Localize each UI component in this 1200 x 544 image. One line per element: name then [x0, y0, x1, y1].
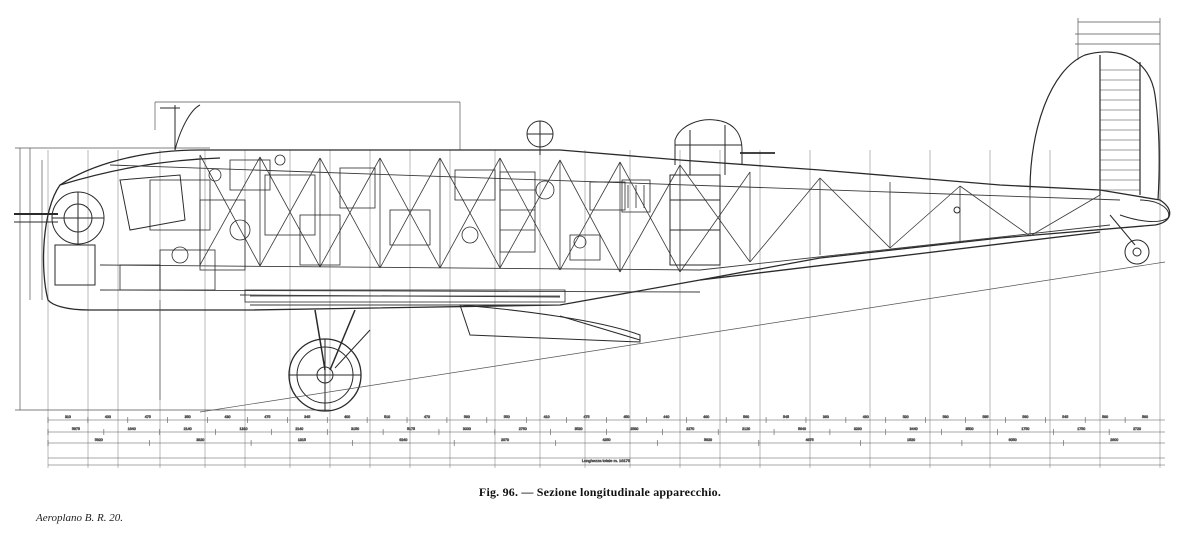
dimension-label: 2140 — [295, 427, 303, 431]
truss-diagonal — [819, 177, 891, 249]
total-length-label: Lunghezza totale m. 16175 — [582, 458, 631, 463]
dimension-label: 2140 — [184, 427, 192, 431]
fuselage-outline — [42, 149, 1171, 311]
dimension-label: 1520 — [907, 438, 915, 442]
dimension-label: 345 — [304, 415, 310, 419]
dimension-label: 2580 — [630, 427, 638, 431]
dimension-label: 410 — [544, 415, 550, 419]
nose-turret — [14, 174, 186, 286]
dimension-label: 470 — [424, 415, 430, 419]
dimension-label: 310 — [65, 415, 71, 419]
dimension-label: 510 — [384, 415, 390, 419]
dimension-label: 480 — [863, 415, 869, 419]
truss-diagonal — [499, 157, 561, 271]
truss-diagonal — [749, 177, 821, 263]
dimension-label: 1750 — [1077, 427, 1085, 431]
dimension-label: 440 — [663, 415, 669, 419]
dimension-label: 6050 — [1009, 438, 1017, 442]
truss-diagonal — [559, 161, 621, 271]
truss-diagonal — [439, 157, 501, 269]
tail-dimension-bracket — [1075, 18, 1161, 200]
dimension-label: 520 — [903, 415, 909, 419]
dimension-label: 5640 — [798, 427, 806, 431]
dimension-label: 545 — [1062, 415, 1068, 419]
longerons — [99, 164, 1121, 306]
dimension-label: 5620 — [95, 438, 103, 442]
dimension-label: 2270 — [686, 427, 694, 431]
dorsal-turret — [669, 119, 775, 266]
bomb-bay — [244, 289, 566, 303]
dimension-label: 545 — [783, 415, 789, 419]
dimension-label: 560 — [464, 415, 470, 419]
dimension-label: 3150 — [351, 427, 359, 431]
main-landing-gear — [288, 309, 371, 412]
dimension-label: 475 — [264, 415, 270, 419]
dimension-label: 6240 — [399, 438, 407, 442]
dimension-label: 580 — [943, 415, 949, 419]
truss-diagonal — [679, 164, 751, 263]
dimension-label: 3280 — [854, 427, 862, 431]
dimension-label: 4250 — [603, 438, 611, 442]
dimension-label: 5620 — [704, 438, 712, 442]
dimension-label: 1310 — [239, 427, 247, 431]
dimension-label: 400 — [344, 415, 350, 419]
dimension-label: 400 — [105, 415, 111, 419]
truss-diagonal — [959, 185, 1031, 237]
dimension-label: 2600 — [1110, 438, 1118, 442]
dimension-label: 475 — [145, 415, 151, 419]
dimension-label: 475 — [584, 415, 590, 419]
truss-diagonal — [319, 157, 381, 268]
fuselage-truss — [199, 154, 1101, 273]
truss-diagonal — [679, 171, 751, 273]
dimension-label: 3440 — [910, 427, 918, 431]
dimension-label: 560 — [1142, 415, 1148, 419]
dimension-label: 430 — [225, 415, 231, 419]
dimension-label: 350 — [185, 415, 191, 419]
dimension-label: 595 — [982, 415, 988, 419]
truss-diagonal — [889, 185, 961, 249]
dimension-label: 1750 — [1021, 427, 1029, 431]
dimension-label: 3500 — [966, 427, 974, 431]
cockpit-equipment — [119, 154, 431, 291]
dimension-label: 560 — [1022, 415, 1028, 419]
dimension-label: 360 — [823, 415, 829, 419]
dimension-label: 5175 — [407, 427, 415, 431]
dimension-label: 4875 — [806, 438, 814, 442]
dimension-label: 480 — [703, 415, 709, 419]
dimension-label: 3000 — [463, 427, 471, 431]
figure-title-text: Sezione longitudinale apparecchio. — [536, 485, 722, 499]
dimension-label: 2120 — [742, 427, 750, 431]
dimension-label: 450 — [623, 415, 629, 419]
truss-diagonal — [199, 156, 261, 266]
figure-title: — — [521, 485, 537, 499]
figure-number: Fig. 96. — [478, 485, 519, 499]
dimension-label: 1315 — [298, 438, 306, 442]
tail-cone — [1119, 199, 1170, 223]
dimension-label: 550 — [504, 415, 510, 419]
dimension-label: 2720 — [1133, 427, 1141, 431]
footer-label: Aeroplano B. R. 20. — [36, 512, 123, 524]
engine-nacelle — [459, 304, 641, 343]
figure-caption: Fig. 96. — Sezione longitudinale apparec… — [0, 485, 1200, 500]
dimension-label: 560 — [743, 415, 749, 419]
fin-ribs — [1100, 69, 1140, 191]
tail-wheel — [953, 206, 1150, 265]
tail-fin — [1029, 51, 1160, 201]
mid-fuselage-equipment — [454, 169, 651, 261]
dimension-label: 3820 — [196, 438, 204, 442]
direction-finder-loop — [526, 120, 554, 155]
dimension-label: 580 — [1102, 415, 1108, 419]
height-dimension-lines — [15, 101, 461, 411]
truss-diagonal — [1029, 194, 1101, 237]
dimension-label: 2750 — [519, 427, 527, 431]
ground-line — [159, 261, 1166, 413]
truss-diagonal — [379, 157, 441, 269]
dimension-label: 5975 — [72, 427, 80, 431]
dimension-lines: 310 400 475 350 430 475 345 400 510 470 560 550 410 4… — [47, 415, 1165, 466]
canopy — [160, 104, 201, 151]
dimension-label: 3520 — [575, 427, 583, 431]
dimension-label: 1640 — [128, 427, 136, 431]
dimension-label: 2070 — [501, 438, 509, 442]
